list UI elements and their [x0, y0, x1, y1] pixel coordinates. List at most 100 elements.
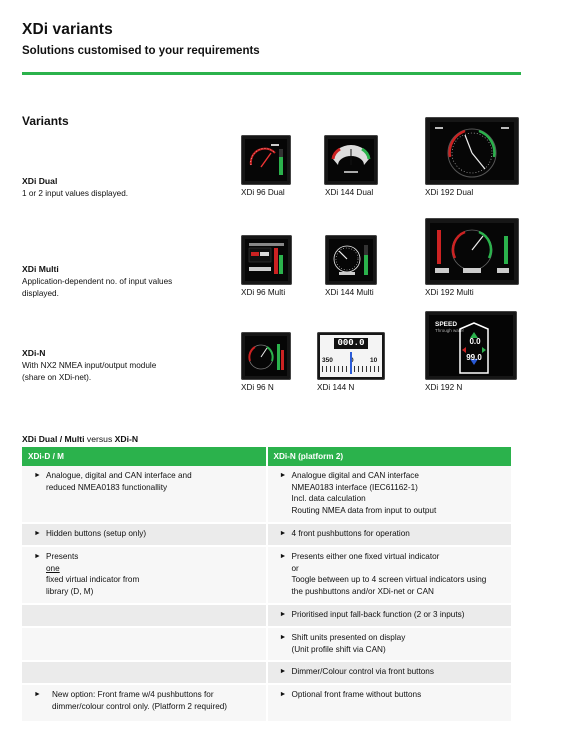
cell-line: Dimmer/Colour control via front buttons	[291, 667, 434, 677]
gauge-icon	[328, 139, 374, 181]
speed-label: SPEED	[435, 321, 458, 328]
cell-line: Shift units presented on display	[291, 632, 406, 642]
cell-line: library (D, M)	[46, 587, 94, 597]
table-row: ► Shift units presented on display (Unit…	[22, 626, 511, 663]
device-caption: XDi 192 N	[425, 383, 463, 392]
device-image-xdi144-n: 000.0 350 0 10	[317, 332, 385, 380]
cell-line: Analogue, digital and CAN interface and	[46, 470, 192, 480]
gauge-icon	[430, 122, 514, 180]
comparison-heading-part: XDi-N	[114, 434, 139, 444]
bullet-icon: ►	[34, 471, 41, 479]
bullet-icon: ►	[279, 633, 287, 641]
variant-description-line: With NX2 NMEA input/output module	[22, 361, 157, 370]
title-divider	[22, 72, 521, 75]
table-cell: ► Shift units presented on display (Unit…	[266, 626, 511, 663]
device-image-xdi96-multi	[241, 235, 292, 285]
device-image-xdi144-multi	[325, 235, 377, 285]
scale-label: 350	[322, 357, 333, 364]
table-cell: ► Analogue digital and CAN interface NME…	[266, 465, 511, 524]
device-caption: XDi 96 N	[241, 383, 274, 392]
table-row: ► Presents one fixed virtual indicator f…	[22, 545, 511, 605]
variant-description-line: displayed.	[22, 288, 59, 298]
table-cell: ► Presents one fixed virtual indicator f…	[22, 545, 268, 605]
bullet-icon: ►	[279, 529, 287, 537]
table-cell: ► Hidden buttons (setup only)	[22, 522, 268, 547]
table-header-row: XDi-D / M XDi-N (platform 2)	[22, 447, 511, 466]
bullet-icon: ►	[279, 471, 287, 479]
table-row: ► Analogue, digital and CAN interface an…	[22, 465, 511, 524]
device-caption: XDi 192 Multi	[425, 288, 474, 297]
variant-description-n: With NX2 NMEA input/output module (share…	[22, 360, 222, 383]
bullet-icon: ►	[279, 668, 287, 676]
cell-line: NMEA0183 interface (IEC61162-1)	[291, 482, 418, 492]
scale-label: 10	[370, 357, 378, 364]
cell-line: New option: Front frame w/4 pushbuttons …	[52, 690, 214, 700]
comparison-table: XDi-D / M XDi-N (platform 2) ► Analogue,…	[22, 447, 511, 723]
table-cell: ► 4 front pushbuttons for operation	[266, 522, 511, 547]
page-title: XDi variants	[22, 21, 113, 38]
device-image-xdi192-multi	[425, 218, 519, 285]
cell-line: the pushbuttons and/or XDi-net or CAN	[291, 587, 434, 597]
comparison-heading: XDi Dual / Multi versus XDi-N	[22, 434, 138, 444]
cell-text-underlined: one	[46, 563, 60, 573]
table-row: ► Hidden buttons (setup only) ► 4 front …	[22, 522, 511, 547]
cell-text: Presents	[46, 551, 79, 561]
device-image-xdi192-n: SPEED Through water 0.0 99.0	[425, 311, 517, 380]
speed-readout: 000.0	[334, 338, 368, 349]
table-row: ► Dimmer/Colour control via front button…	[22, 661, 511, 686]
cell-line: Routing NMEA data from input to output	[291, 506, 437, 516]
bullet-icon: ►	[34, 529, 41, 537]
cell-line: Optional front frame without buttons	[291, 690, 422, 700]
variant-name-multi: XDi Multi	[22, 264, 59, 274]
column-header: XDi-D / M	[22, 447, 268, 466]
cell-line: 4 front pushbuttons for operation	[291, 528, 410, 538]
device-caption: XDi 144 Dual	[325, 188, 374, 197]
device-caption: XDi 144 Multi	[325, 288, 374, 297]
variant-description-dual: 1 or 2 input values displayed.	[22, 189, 129, 198]
device-image-xdi96-n	[241, 332, 291, 380]
table-row: ► New option: Front frame w/4 pushbutton…	[22, 684, 511, 723]
speed-bottom-value: 99.0	[466, 353, 482, 362]
cell-line: Incl. data calculation	[291, 494, 366, 504]
page-subtitle: Solutions customised to your requirement…	[22, 45, 260, 57]
gauge-icon	[430, 223, 514, 280]
device-caption: XDi 192 Dual	[425, 188, 474, 197]
table-cell: ► Analogue, digital and CAN interface an…	[22, 465, 268, 524]
variants-heading: Variants	[22, 114, 69, 128]
table-cell: ► Presents either one fixed virtual indi…	[266, 545, 511, 605]
variant-name-n: XDi-N	[22, 348, 46, 358]
device-image-xdi96-dual	[241, 135, 291, 185]
cell-line: Presents one fixed virtual indicator fro…	[46, 551, 139, 586]
table-cell: ► Prioritised input fall-back function (…	[266, 603, 511, 628]
cell-line: reduced NMEA0183 functionallity	[46, 482, 168, 492]
boat-icon	[459, 322, 489, 374]
cell-text: fixed virtual indicator from	[46, 575, 140, 585]
table-cell: ► Dimmer/Colour control via front button…	[266, 661, 511, 686]
column-header: XDi-N (platform 2)	[266, 447, 511, 466]
table-cell	[22, 661, 268, 686]
bullet-icon: ►	[34, 691, 41, 699]
gauge-icon	[329, 239, 373, 281]
cell-line: Prioritised input fall-back function (2 …	[291, 609, 465, 619]
bullet-icon: ►	[34, 552, 41, 560]
cell-line: Hidden buttons (setup only)	[46, 528, 147, 538]
cell-line: Presents either one fixed virtual indica…	[291, 551, 440, 561]
cell-line: dimmer/colour control only. (Platform 2 …	[52, 701, 228, 711]
gauge-icon	[245, 139, 287, 181]
variant-description-multi: Application-dependent no. of input value…	[22, 276, 222, 299]
gauge-icon	[245, 336, 287, 376]
bullet-icon: ►	[279, 552, 287, 560]
cell-line: or	[291, 563, 299, 573]
table-cell: ► Optional front frame without buttons	[266, 684, 511, 723]
cell-line: (Unit profile shift via CAN)	[291, 644, 386, 654]
cell-line: Analogue digital and CAN interface	[291, 470, 419, 480]
variant-description-line: Application-dependent no. of input value…	[22, 277, 173, 286]
table-cell: ► New option: Front frame w/4 pushbutton…	[22, 684, 268, 723]
variant-name-dual: XDi Dual	[22, 176, 58, 186]
speed-sublabel: Through water	[435, 328, 465, 333]
table-row: ► Prioritised input fall-back function (…	[22, 603, 511, 628]
device-image-xdi144-dual	[324, 135, 378, 185]
table-cell	[22, 626, 268, 663]
device-caption: XDi 96 Multi	[241, 288, 286, 297]
gauge-icon	[245, 239, 288, 281]
